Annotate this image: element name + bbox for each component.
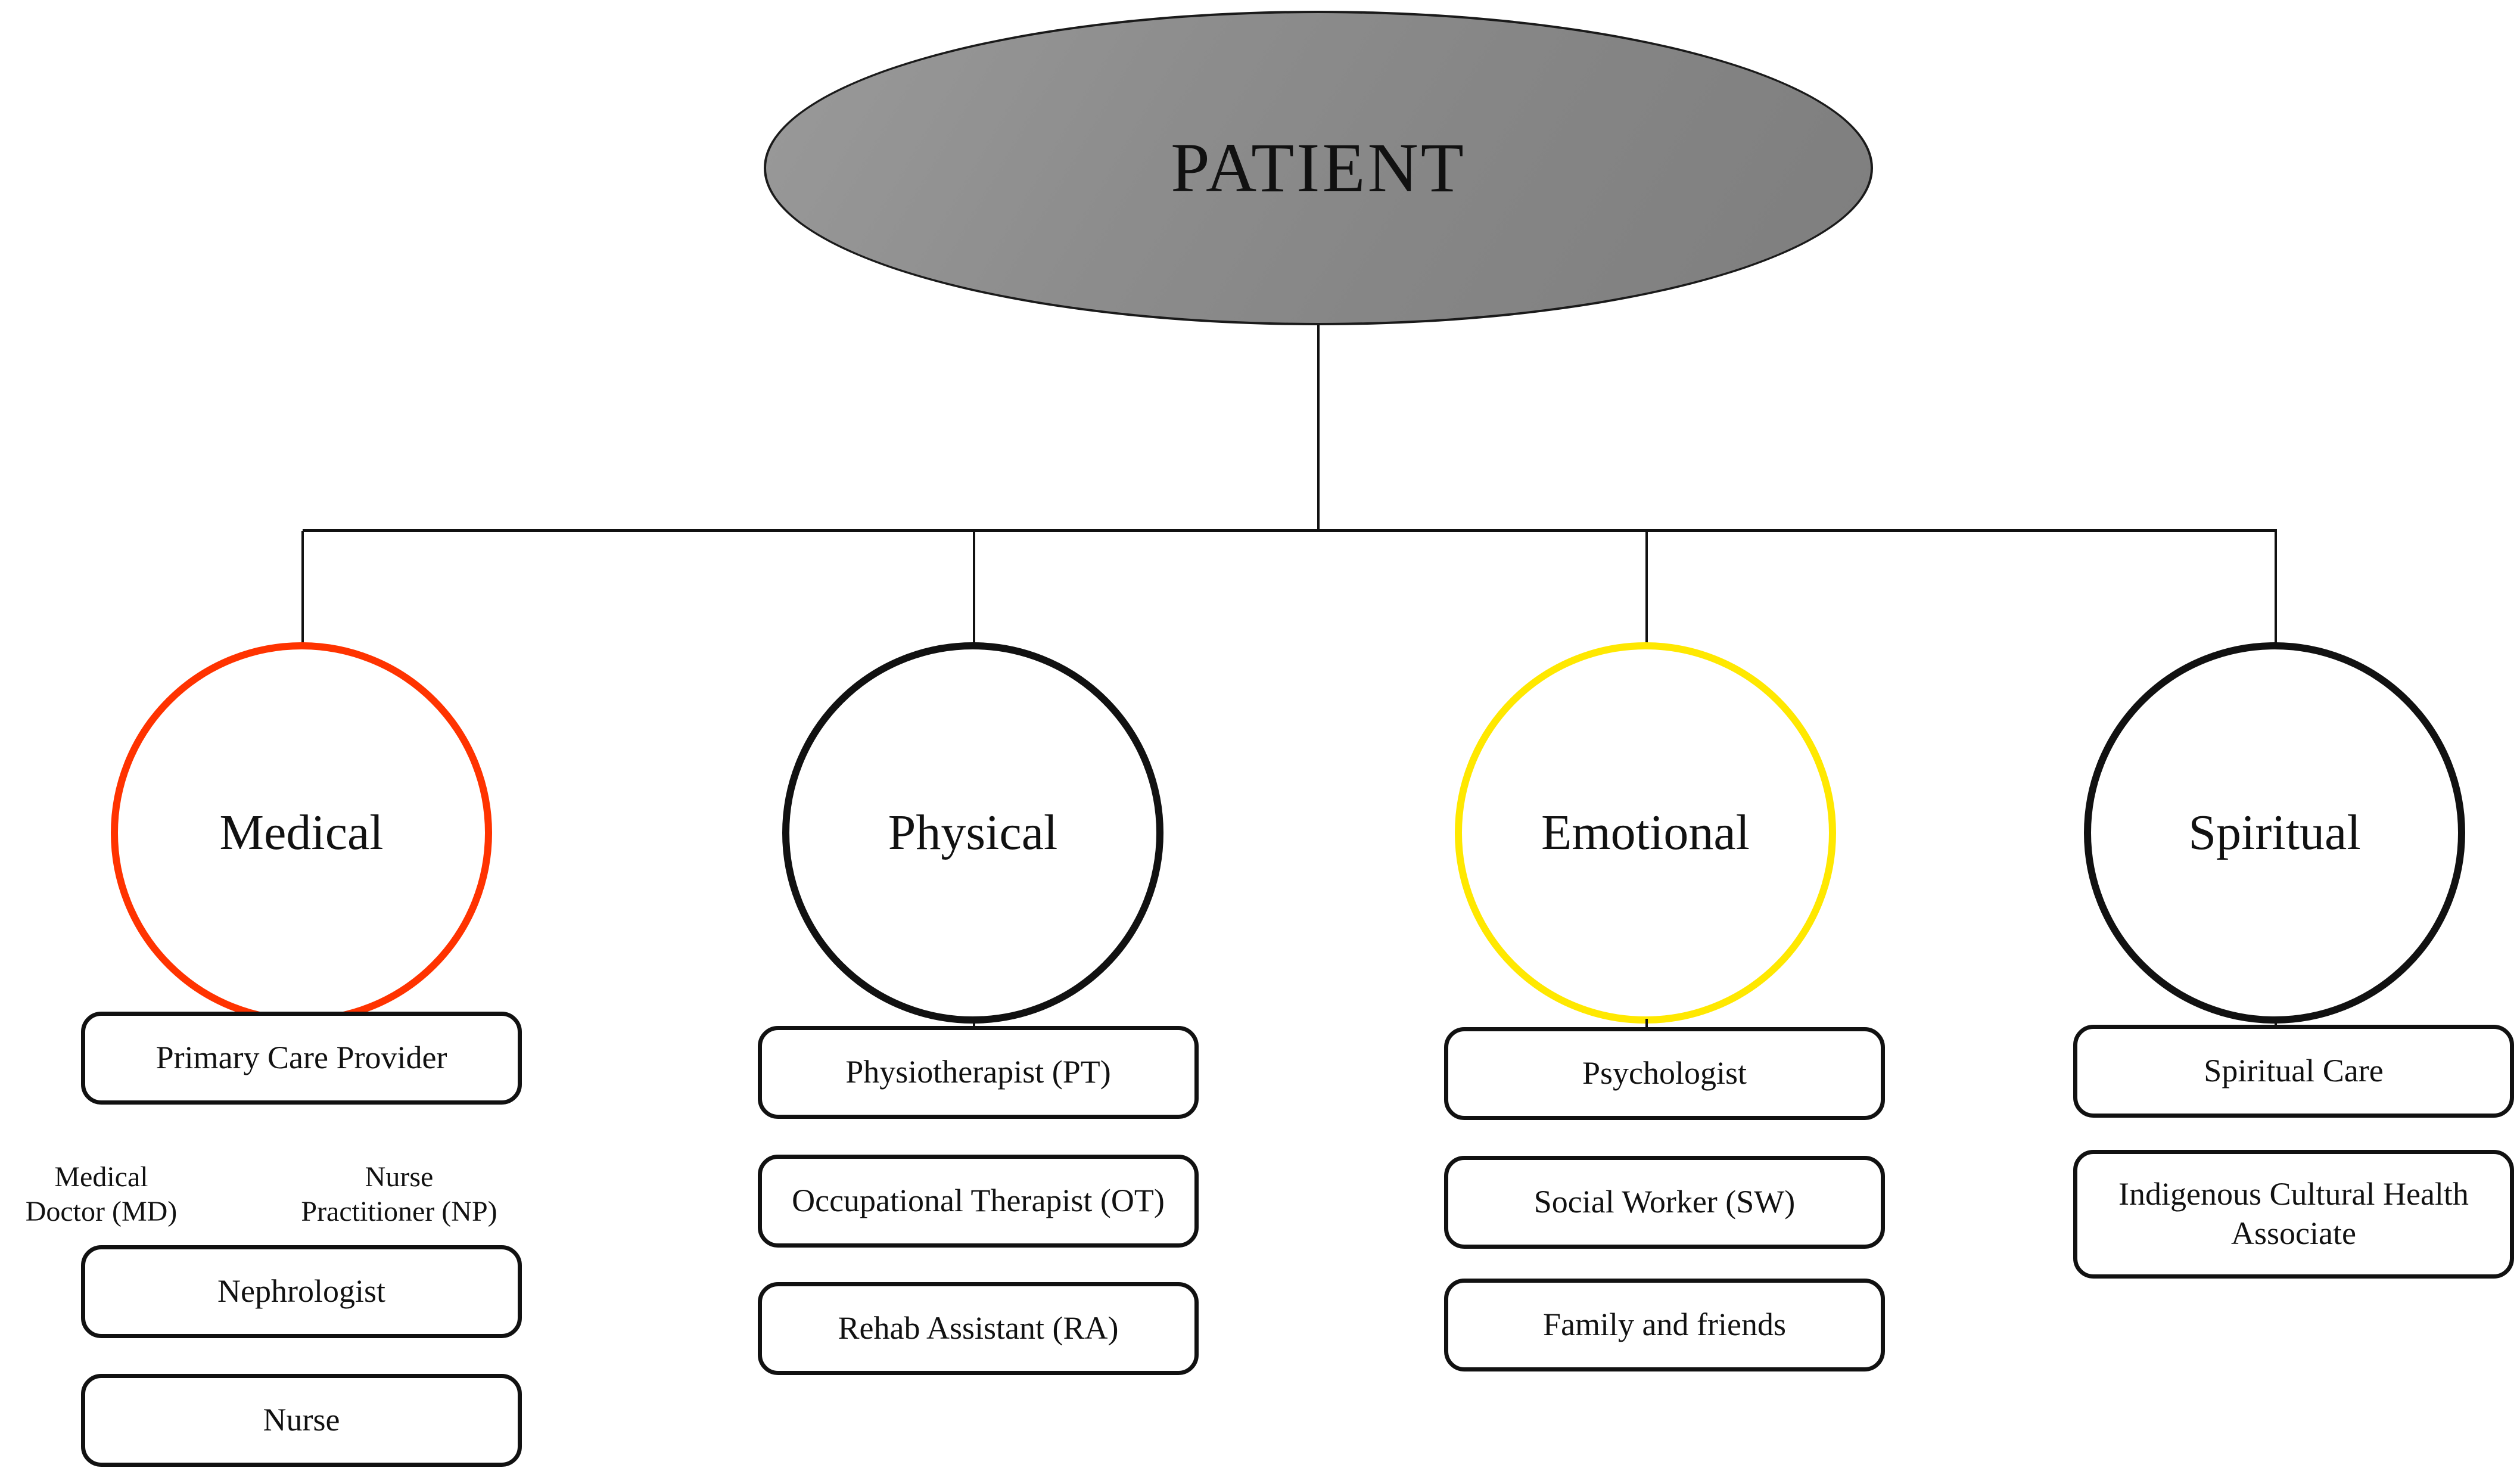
node-label: Social Worker (SW) — [1533, 1184, 1796, 1220]
patient-root-label: PATIENT — [1171, 129, 1466, 207]
node-label: Family and friends — [1543, 1307, 1786, 1343]
category-circle-emotional: Emotional — [1455, 642, 1836, 1024]
caption-label: Medical Doctor (MD) — [25, 1161, 178, 1228]
category-circle-medical: Medical — [111, 642, 492, 1024]
node-label: Psychologist — [1582, 1055, 1747, 1091]
node-indigenous-cultural-health-associate[interactable]: Indigenous Cultural Health Associate — [2073, 1150, 2514, 1279]
category-label-medical: Medical — [219, 805, 384, 860]
connector-root-to-bus — [1317, 325, 1320, 531]
connector-bus-to-physical — [973, 531, 975, 644]
connector-bus-to-spiritual — [2275, 531, 2277, 644]
caption-medical-doctor: Medical Doctor (MD) — [12, 1125, 191, 1230]
node-psychologist[interactable]: Psychologist — [1444, 1027, 1885, 1120]
node-family-and-friends[interactable]: Family and friends — [1444, 1279, 1885, 1371]
node-nurse[interactable]: Nurse — [81, 1374, 522, 1467]
connector-bus-to-emotional — [1645, 531, 1648, 644]
category-circle-spiritual: Spiritual — [2084, 642, 2465, 1024]
connector-horizontal-bus — [303, 529, 2277, 532]
category-label-physical: Physical — [888, 805, 1058, 860]
connector-bus-to-medical — [301, 531, 304, 644]
node-label: Occupational Therapist (OT) — [792, 1183, 1165, 1219]
caption-nurse-practitioner: Nurse Practitioner (NP) — [250, 1125, 548, 1230]
node-label: Primary Care Provider — [155, 1040, 447, 1076]
node-label: Spiritual Care — [2204, 1053, 2384, 1089]
node-label: Nephrologist — [217, 1273, 385, 1310]
category-label-spiritual: Spiritual — [2188, 805, 2361, 860]
category-circle-physical: Physical — [782, 642, 1163, 1024]
node-occupational-therapist[interactable]: Occupational Therapist (OT) — [758, 1155, 1199, 1248]
node-physiotherapist[interactable]: Physiotherapist (PT) — [758, 1026, 1199, 1119]
node-nephrologist[interactable]: Nephrologist — [81, 1245, 522, 1338]
node-label: Indigenous Cultural Health Associate — [2118, 1176, 2469, 1251]
node-label: Nurse — [263, 1402, 340, 1438]
patient-root-node: PATIENT — [764, 11, 1873, 325]
category-label-emotional: Emotional — [1541, 805, 1750, 860]
node-rehab-assistant[interactable]: Rehab Assistant (RA) — [758, 1282, 1199, 1375]
node-label: Physiotherapist (PT) — [845, 1054, 1111, 1090]
node-label: Rehab Assistant (RA) — [838, 1310, 1119, 1346]
caption-label: Nurse Practitioner (NP) — [301, 1161, 497, 1228]
node-social-worker[interactable]: Social Worker (SW) — [1444, 1156, 1885, 1249]
node-spiritual-care[interactable]: Spiritual Care — [2073, 1025, 2514, 1118]
node-primary-care-provider[interactable]: Primary Care Provider — [81, 1012, 522, 1105]
